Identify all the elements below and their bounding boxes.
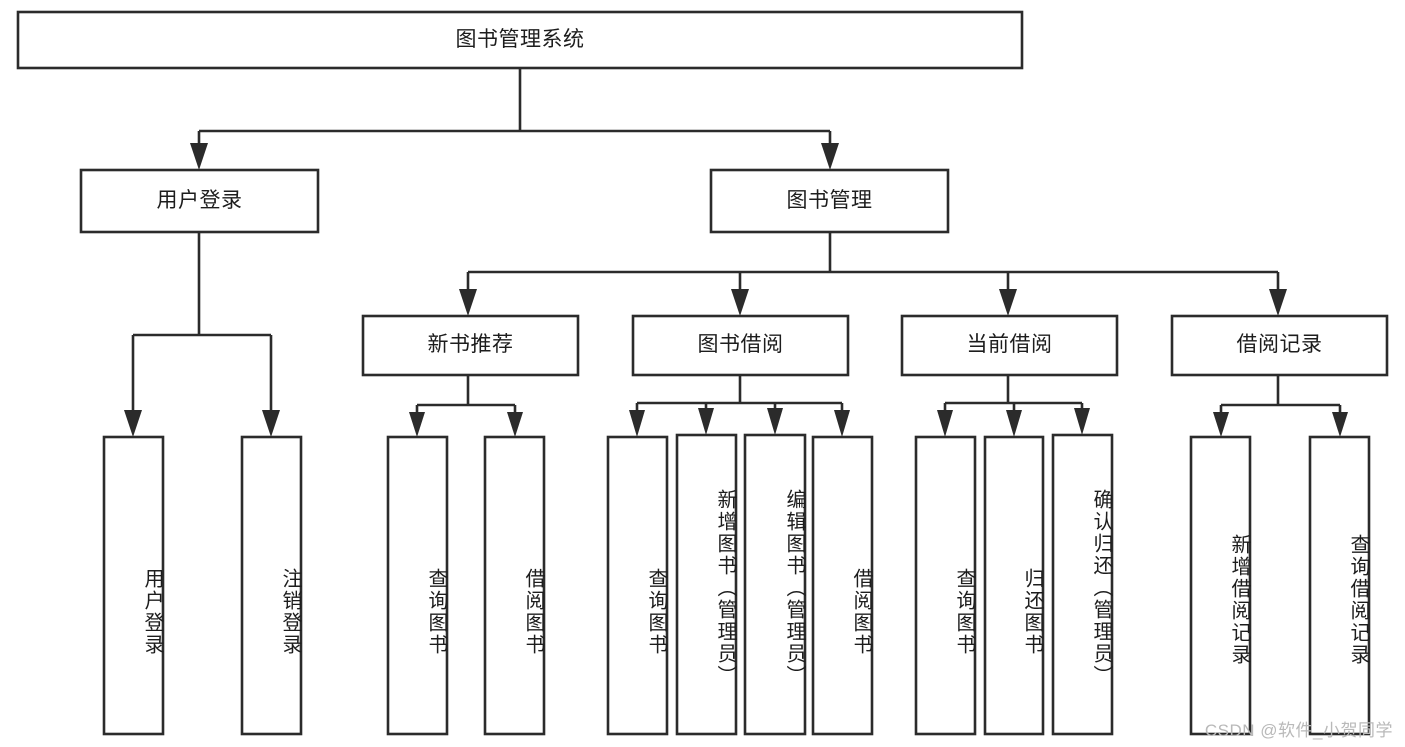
arrow-head-leaf-borrow-book-2: [834, 410, 850, 437]
node-box-leaf-user-login[interactable]: [102, 435, 165, 736]
arrow-head-leaf-borrow-book-1: [507, 412, 523, 437]
arrow-head-leaf-logout-login: [262, 410, 280, 437]
arrow-head-book-manage: [821, 143, 839, 170]
node-box-leaf-add-book[interactable]: [675, 433, 738, 736]
node-box-leaf-logout-login[interactable]: [240, 435, 303, 736]
arrow-head-leaf-query-book-3: [937, 410, 953, 437]
node-box-book-borrow[interactable]: [631, 314, 850, 377]
node-box-leaf-edit-book[interactable]: [743, 433, 807, 736]
node-box-leaf-query-book-1[interactable]: [386, 435, 449, 736]
arrow-head-leaf-add-book: [698, 408, 714, 435]
arrow-head-leaf-edit-book: [767, 408, 783, 435]
arrow-head-leaf-query-book-2: [629, 410, 645, 437]
node-box-current-borrow[interactable]: [900, 314, 1119, 377]
node-box-leaf-query-book-3[interactable]: [914, 435, 977, 736]
node-box-user-login[interactable]: [79, 168, 320, 234]
node-box-leaf-add-record[interactable]: [1189, 435, 1252, 736]
node-box-leaf-borrow-book-1[interactable]: [483, 435, 546, 736]
node-box-leaf-borrow-book-2[interactable]: [811, 435, 874, 736]
arrow-head-user-login: [190, 143, 208, 170]
arrow-head-book-borrow: [731, 289, 749, 316]
arrow-head-new-book-recommend: [459, 289, 477, 316]
arrow-head-borrow-record: [1269, 289, 1287, 316]
arrow-head-leaf-query-record: [1332, 412, 1348, 437]
arrow-head-leaf-return-book: [1006, 410, 1022, 437]
node-box-new-book-recommend[interactable]: [361, 314, 580, 377]
node-box-borrow-record[interactable]: [1170, 314, 1389, 377]
node-box-book-manage[interactable]: [709, 168, 950, 234]
arrow-head-current-borrow: [999, 289, 1017, 316]
node-box-root[interactable]: [16, 10, 1024, 70]
node-box-leaf-query-book-2[interactable]: [606, 435, 669, 736]
node-box-leaf-query-record[interactable]: [1308, 435, 1371, 736]
arrow-head-leaf-user-login: [124, 410, 142, 437]
arrow-head-leaf-confirm-return: [1074, 408, 1090, 435]
arrow-head-leaf-add-record: [1213, 412, 1229, 437]
arrow-head-leaf-query-book-1: [409, 412, 425, 437]
node-box-leaf-return-book[interactable]: [983, 435, 1045, 736]
node-box-leaf-confirm-return[interactable]: [1051, 433, 1114, 736]
